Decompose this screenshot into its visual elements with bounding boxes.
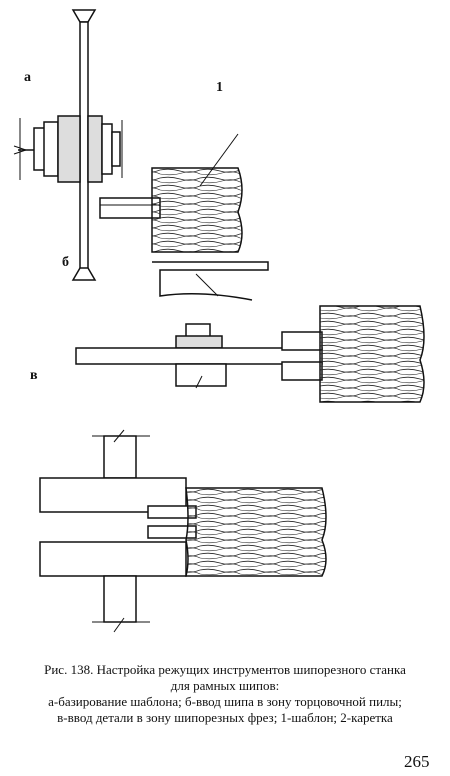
figure-v-assembly: [75, 305, 425, 403]
caption-line-4: в-ввод детали в зону шипорезных фрез; 1-…: [57, 710, 393, 725]
label-b: б: [62, 255, 69, 270]
caption-line-1: Рис. 138. Настройка режущих инструментов…: [44, 662, 406, 677]
caption-line-3: а-базирование шаблона; б-ввод шипа в зон…: [48, 694, 402, 709]
bottom-cutter-assembly: [39, 429, 327, 633]
figure-drawing: [13, 9, 425, 633]
caption-line-2: для рамных шипов:: [170, 678, 280, 693]
cutter-head-assembly: [13, 115, 123, 183]
figure-caption: Рис. 138. Настройка режущих инструментов…: [0, 662, 450, 726]
page-number: 265: [404, 752, 430, 771]
label-1: 1: [216, 80, 223, 95]
template-and-workpiece: [99, 133, 269, 301]
label-v: в: [30, 368, 38, 383]
label-a: а: [24, 70, 31, 85]
